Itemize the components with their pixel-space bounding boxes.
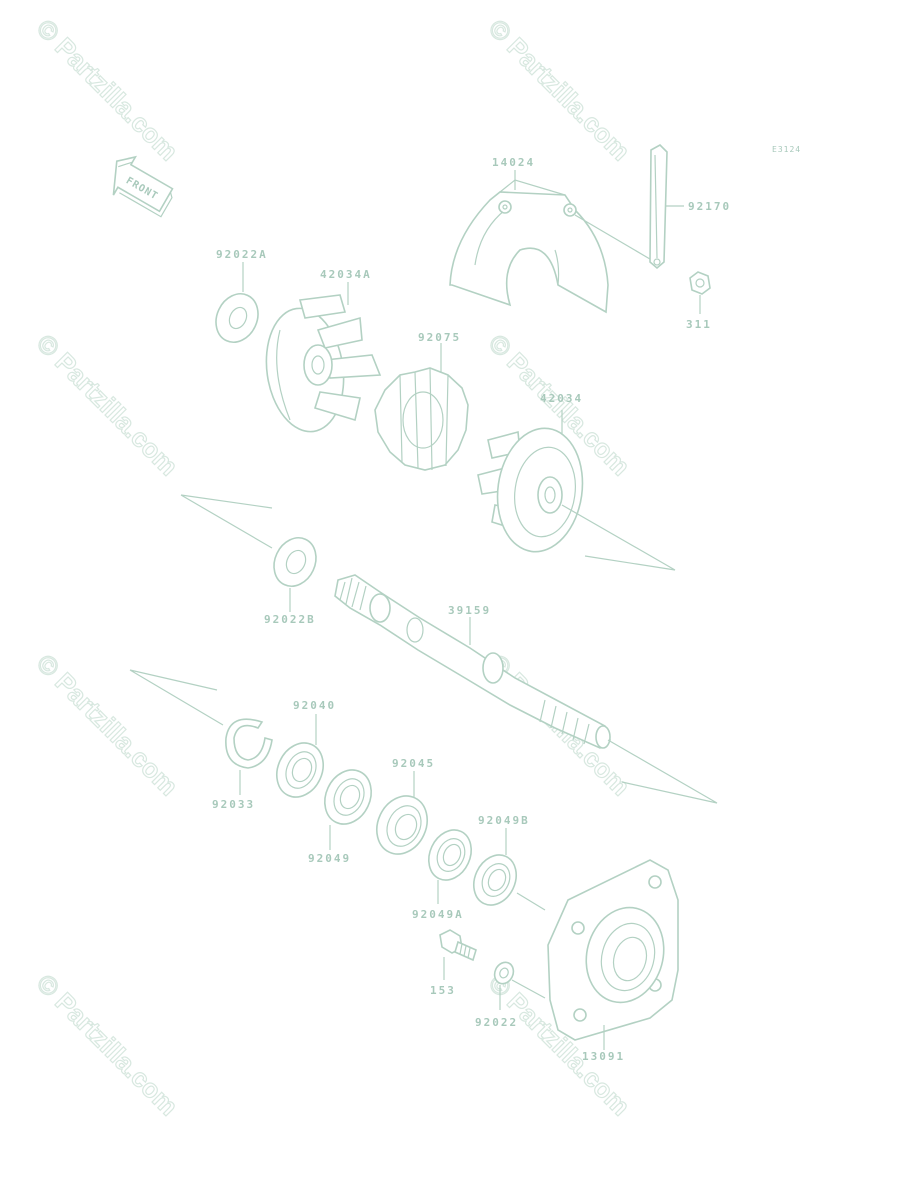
watermark: © Partzilla.com <box>31 648 184 801</box>
watermark: © Partzilla.com <box>31 968 184 1121</box>
leader-line <box>516 892 546 911</box>
label-92022B: 92022B <box>264 613 316 626</box>
label-13091: 13091 <box>582 1050 625 1063</box>
label-92045: 92045 <box>392 757 435 770</box>
axis-guide <box>561 504 676 571</box>
part-13091-housing <box>547 859 679 1041</box>
axis-guide <box>129 669 224 726</box>
label-92049B: 92049B <box>478 814 530 827</box>
diagram-code: E3124 <box>772 145 801 154</box>
part-92033-circlip <box>225 718 273 769</box>
label-92022A: 92022A <box>216 248 268 261</box>
part-92049A-seal <box>428 829 472 881</box>
part-42034A-coupling <box>265 294 382 433</box>
part-92022-washer <box>493 961 515 985</box>
axis-guide <box>180 494 273 549</box>
watermark: © Partzilla.com <box>31 328 184 481</box>
label-14024: 14024 <box>492 156 535 169</box>
watermark: © Partzilla.com <box>31 13 184 166</box>
part-92049B-seal <box>473 854 517 906</box>
part-92170-strap <box>649 144 668 270</box>
part-39159-shaft <box>334 574 611 749</box>
label-42034A: 42034A <box>320 268 372 281</box>
part-92049-seal <box>324 769 372 825</box>
part-92075-damper <box>374 367 469 471</box>
label-92075: 92075 <box>418 331 461 344</box>
part-14024-cover <box>449 179 609 314</box>
label-92049A: 92049A <box>412 908 464 921</box>
front-arrow-icon: FRONT <box>112 155 174 218</box>
label-39159: 39159 <box>448 604 491 617</box>
part-92040-seal <box>276 742 324 798</box>
label-92049: 92049 <box>308 852 351 865</box>
axis-guide <box>607 739 718 804</box>
part-92022A-washer <box>215 293 259 343</box>
label-311: 311 <box>686 318 712 331</box>
part-92045-bearing <box>376 795 428 855</box>
label-153: 153 <box>430 984 456 997</box>
label-92033: 92033 <box>212 798 255 811</box>
label-92170: 92170 <box>688 200 731 213</box>
label-42034: 42034 <box>540 392 583 405</box>
part-92022B-washer <box>273 537 317 587</box>
part-311-nut <box>689 271 711 295</box>
part-42034-coupling <box>477 427 584 553</box>
label-92022: 92022 <box>475 1016 518 1029</box>
part-153-bolt <box>439 929 477 962</box>
leader-line <box>574 214 656 263</box>
watermark: © Partzilla.com <box>483 13 636 166</box>
label-92040: 92040 <box>293 699 336 712</box>
leader-line <box>511 979 546 999</box>
